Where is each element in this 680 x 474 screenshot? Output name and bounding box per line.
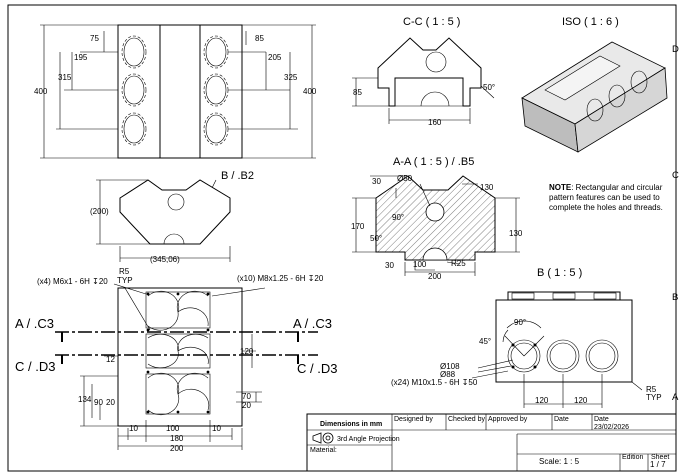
detail-b-thread-callout: (x24) M10x1.5 - 6H ↧50 <box>391 378 478 387</box>
front-dim-left-195: 195 <box>74 53 88 62</box>
section-aa-dim-30-bottom: 30 <box>385 261 394 270</box>
front-dim-right-85: 85 <box>255 34 264 43</box>
note-label: NOTE <box>549 183 572 192</box>
title-sheet-value: 1 / 7 <box>650 460 666 469</box>
section-aa: A-A ( 1 : 5 ) / .B5 30 Ø50 130 90° 170 5… <box>351 156 523 281</box>
detail-b-dim-d88: Ø88 <box>440 370 456 379</box>
section-cc-dim-160: 160 <box>428 118 442 127</box>
plan-dim-180: 180 <box>170 434 184 443</box>
section-aa-dim-90deg: 90° <box>392 213 404 222</box>
detail-b-dim-90deg: 90° <box>514 318 526 327</box>
plan-dim-20-left: 20 <box>106 398 115 407</box>
section-aa-dim-50deg: 50° <box>370 234 382 243</box>
cut-lines: A / .C3 A / .C3 C / .D3 C / .D3 <box>15 316 337 376</box>
section-aa-dim-d50: Ø50 <box>397 174 413 183</box>
detail-b-dim-120-a: 120 <box>535 396 549 405</box>
plan-dim-20-right: 20 <box>242 401 251 410</box>
front-view: 75 195 315 400 85 205 325 400 <box>34 24 317 159</box>
section-aa-dim-30-top: 30 <box>372 177 381 186</box>
section-aa-title: A-A ( 1 : 5 ) / .B5 <box>393 156 474 168</box>
detail-b-dim-120-b: 120 <box>574 396 588 405</box>
cut-label-c-right: C / .D3 <box>297 361 337 376</box>
title-date-value: 23/02/2026 <box>594 424 629 431</box>
front-dim-right-325: 325 <box>284 73 298 82</box>
title-approved-by: Approved by <box>488 416 528 423</box>
title-designed-by: Designed by <box>394 416 433 423</box>
plan-dim-120: 120 <box>240 347 254 356</box>
detail-b-dim-typ: TYP <box>646 393 662 402</box>
plan-dim-10-left: 10 <box>129 424 138 433</box>
plan-dim-typ: TYP <box>117 276 133 285</box>
plan-dim-200: 200 <box>170 444 184 453</box>
view-b-ref-dim-200: (200) <box>90 207 109 216</box>
plan-dim-134: 134 <box>78 395 92 404</box>
detail-b: B ( 1 : 5 ) 90° 45° Ø108 Ø88 (x24) M10x1… <box>391 267 662 408</box>
title-date-label: Date <box>554 416 569 423</box>
section-cc-dim-50deg: 50° <box>483 83 495 92</box>
detail-b-dim-45deg: 45° <box>479 337 491 346</box>
cut-label-c-left: C / .D3 <box>15 359 55 374</box>
title-checked-by: Checked by <box>448 416 485 423</box>
front-dim-left-75: 75 <box>90 34 99 43</box>
title-date-label-2: Date <box>594 416 609 423</box>
title-edition-label: Edition <box>622 454 644 461</box>
section-aa-dim-200: 200 <box>428 272 442 281</box>
plan-dim-12: 12 <box>106 355 115 364</box>
front-dim-left-315: 315 <box>58 73 72 82</box>
plan-view: R5 TYP (x4) M6x1 - 6H ↧20 (x10) M8x1.25 … <box>37 267 324 453</box>
note-line-3: complete the holes and threads. <box>549 203 663 212</box>
title-scale: Scale: 1 : 5 <box>539 457 580 466</box>
note-block: NOTE: Rectangular and circular pattern f… <box>549 183 663 212</box>
zone-label-b: B <box>672 292 678 303</box>
section-cc: C-C ( 1 : 5 ) 85 160 50° <box>352 16 495 127</box>
front-dim-right-400: 400 <box>303 87 317 96</box>
title-dimensions-note: Dimensions in mm <box>320 421 382 428</box>
projection-symbol-icon <box>312 432 334 444</box>
detail-b-dim-r5: R5 <box>646 385 657 394</box>
front-dim-right-205: 205 <box>268 53 282 62</box>
note-line-2: pattern features can be used to <box>549 193 660 202</box>
plan-dim-10-right: 10 <box>212 424 221 433</box>
plan-dim-100: 100 <box>166 424 180 433</box>
view-b-ref: B / .B2 (200) (345,06) <box>90 170 254 264</box>
title-block: Dimensions in mm Designed by Checked by … <box>306 413 677 472</box>
zone-label-c: C <box>672 170 679 181</box>
title-projection: 3rd Angle Projection <box>337 436 400 443</box>
plan-thread-m6: (x4) M6x1 - 6H ↧20 <box>37 277 108 286</box>
plan-thread-m8: (x10) M8x1.25 - 6H ↧20 <box>237 274 324 283</box>
plan-bolt-holes <box>146 292 210 414</box>
zone-label-a: A <box>672 392 679 403</box>
section-aa-dim-130-top: 130 <box>480 183 494 192</box>
plan-dim-r5: R5 <box>119 267 130 276</box>
view-b-ref-label: B / .B2 <box>221 170 254 182</box>
detail-b-title: B ( 1 : 5 ) <box>537 267 582 279</box>
svg-text:NOTE: Rectangular and circular: NOTE: Rectangular and circular <box>549 183 663 192</box>
section-aa-dim-130-right: 130 <box>509 229 523 238</box>
section-aa-dim-170: 170 <box>351 222 365 231</box>
iso-view: ISO ( 1 : 6 ) <box>521 16 668 153</box>
cut-label-a-right: A / .C3 <box>293 316 332 331</box>
detail-b-dim-d108: Ø108 <box>440 362 460 371</box>
cut-label-a-left: A / .C3 <box>15 316 54 331</box>
title-material-label: Material: <box>310 447 337 454</box>
section-cc-dim-85: 85 <box>353 88 362 97</box>
front-view-bores <box>121 35 229 146</box>
section-cc-title: C-C ( 1 : 5 ) <box>403 16 460 28</box>
section-aa-dim-r25: R25 <box>451 259 466 268</box>
iso-title: ISO ( 1 : 6 ) <box>562 16 619 28</box>
note-line-1: : Rectangular and circular <box>571 183 662 192</box>
title-sheet-label: Sheet <box>651 454 669 461</box>
plan-dim-90: 90 <box>94 398 103 407</box>
front-dim-left-400: 400 <box>34 87 48 96</box>
zone-label-d: D <box>672 44 679 55</box>
section-aa-dim-100: 100 <box>413 260 427 269</box>
plan-dim-70: 70 <box>242 392 251 401</box>
view-b-ref-dim-345: (345,06) <box>150 255 180 264</box>
